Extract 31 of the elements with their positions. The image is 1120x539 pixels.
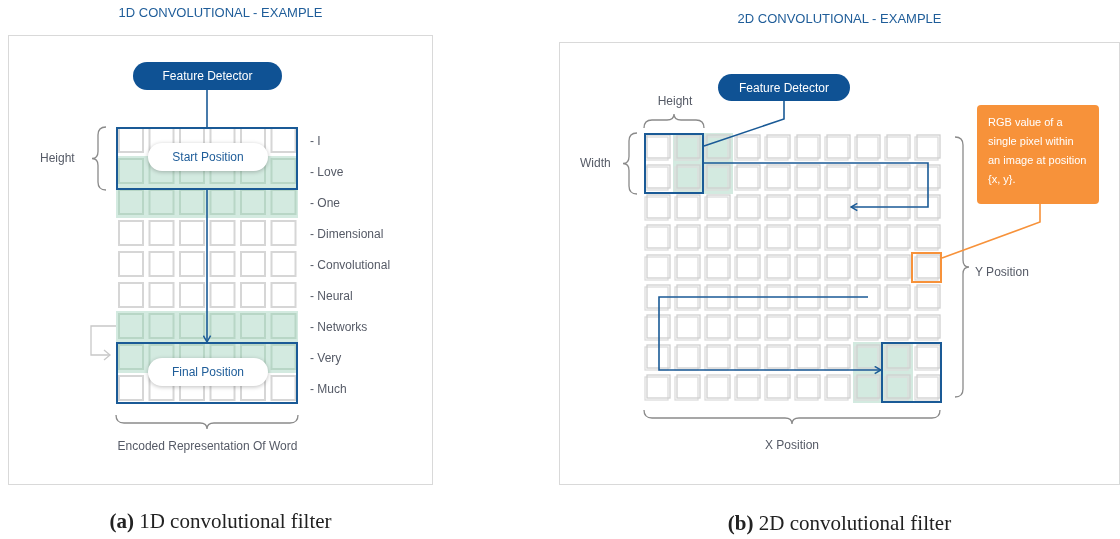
text-label: Y Position (975, 264, 1029, 281)
position-label: Final Position (148, 358, 268, 386)
text-label: - Networks (310, 319, 368, 336)
text-label: - Much (310, 381, 347, 398)
filter-window (881, 342, 942, 403)
panel-title: 2D CONVOLUTIONAL - EXAMPLE (736, 10, 943, 28)
position-label: Start Position (148, 143, 268, 171)
text-label: - One (310, 195, 340, 212)
text-label: - Dimensional (310, 226, 384, 243)
text-label: Height (40, 150, 75, 167)
leader-line (941, 203, 1041, 259)
text-label: X Position (764, 437, 820, 454)
arrow (703, 162, 929, 212)
figure-caption: (a) 1D convolutional filter (108, 508, 333, 535)
feature-detector-pill: Feature Detector (133, 62, 282, 90)
text-label: - Neural (310, 288, 353, 305)
text-label: - Very (310, 350, 342, 367)
text-label: - Love (310, 164, 344, 181)
text-label: Height (656, 93, 694, 110)
arrow (658, 296, 882, 375)
callout-box: RGB value of a single pixel within an image at position {x, y}. (977, 105, 1099, 204)
text-label: Width (580, 155, 611, 172)
text-label: - Convolutional (310, 257, 391, 274)
arrow (202, 189, 212, 343)
figure-caption: (b) 2D convolutional filter (726, 510, 953, 537)
panel-title: 1D CONVOLUTIONAL - EXAMPLE (117, 4, 324, 22)
filter-window (644, 133, 704, 194)
feature-detector-pill: Feature Detector (718, 74, 850, 101)
text-label: - I (310, 133, 321, 150)
pixel-highlight (911, 252, 942, 283)
text-label: Encoded Representation Of Word (116, 438, 299, 455)
